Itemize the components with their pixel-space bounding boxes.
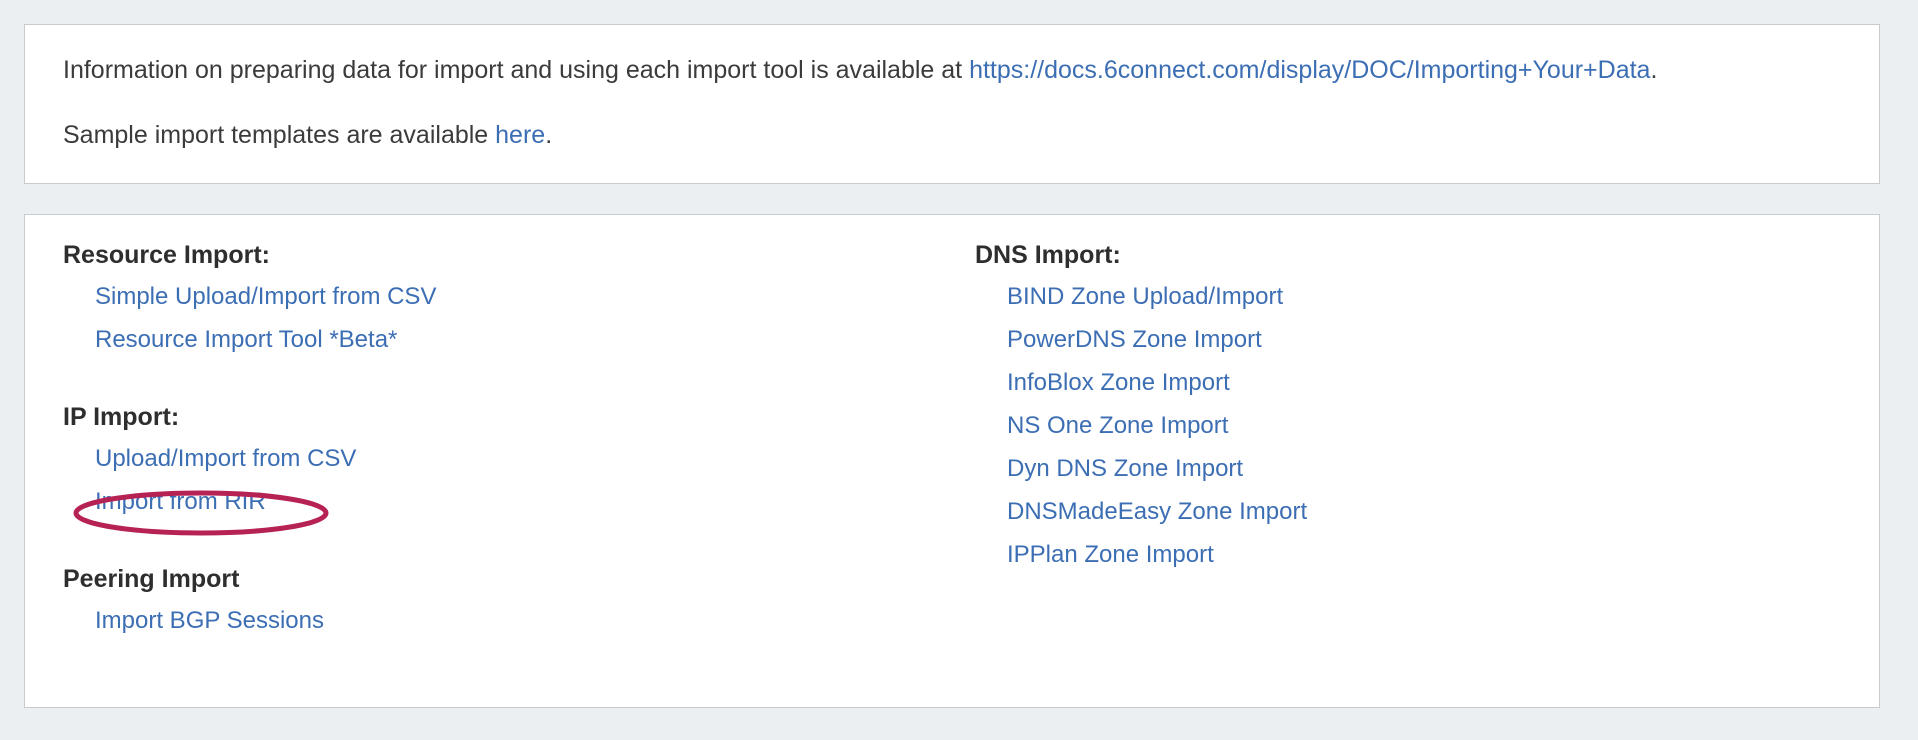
list-item: Import BGP Sessions [95,601,945,644]
import-columns: Resource Import: Simple Upload/Import fr… [25,239,1879,644]
group-ip-import: IP Import: Upload/Import from CSV Import… [63,401,945,525]
group-title-resource-import: Resource Import: [63,241,270,269]
info-line-templates-prefix: Sample import templates are available [63,121,496,149]
group-dns-import: DNS Import: BIND Zone Upload/Import Powe… [975,239,1845,578]
link-dyn-dns-zone-import[interactable]: Dyn DNS Zone Import [1007,455,1244,482]
group-title-dns-import: DNS Import: [975,241,1121,269]
link-upload-import-from-csv[interactable]: Upload/Import from CSV [95,445,357,472]
info-line-docs-prefix: Information on preparing data for import… [63,56,970,84]
list-item: BIND Zone Upload/Import [1007,277,1845,320]
list-item: PowerDNS Zone Import [1007,320,1845,363]
import-options-panel: Resource Import: Simple Upload/Import fr… [24,214,1880,708]
group-peering-import: Peering Import Import BGP Sessions [63,563,945,644]
info-line-templates: Sample import templates are available he… [63,120,1849,150]
list-item: NS One Zone Import [1007,406,1845,449]
group-links-peering-import: Import BGP Sessions [63,601,945,644]
sample-templates-here-link[interactable]: here [495,121,546,149]
link-powerdns-zone-import[interactable]: PowerDNS Zone Import [1007,326,1262,353]
group-title-peering-import: Peering Import [63,565,240,593]
import-column-left: Resource Import: Simple Upload/Import fr… [25,239,945,644]
list-item: Upload/Import from CSV [95,439,945,482]
import-column-right: DNS Import: BIND Zone Upload/Import Powe… [945,239,1845,578]
link-bind-zone-upload-import[interactable]: BIND Zone Upload/Import [1007,283,1284,310]
link-resource-import-tool-beta[interactable]: Resource Import Tool *Beta* [95,326,398,353]
info-panel: Information on preparing data for import… [24,24,1880,184]
link-infoblox-zone-import[interactable]: InfoBlox Zone Import [1007,369,1230,396]
link-simple-upload-import-from-csv[interactable]: Simple Upload/Import from CSV [95,283,437,310]
link-import-from-rir[interactable]: Import from RIR [95,488,266,515]
link-dnsmadeeasy-zone-import[interactable]: DNSMadeEasy Zone Import [1007,498,1308,525]
group-links-ip-import: Upload/Import from CSV Import from RIR [63,439,945,525]
group-title-ip-import: IP Import: [63,403,180,431]
list-item: Dyn DNS Zone Import [1007,449,1845,492]
info-line-docs: Information on preparing data for import… [63,55,1849,85]
info-line-templates-suffix: . [545,121,553,149]
group-links-dns-import: BIND Zone Upload/Import PowerDNS Zone Im… [975,277,1845,578]
group-resource-import: Resource Import: Simple Upload/Import fr… [63,239,945,363]
list-item: IPPlan Zone Import [1007,535,1845,578]
group-links-resource-import: Simple Upload/Import from CSV Resource I… [63,277,945,363]
list-item: Resource Import Tool *Beta* [95,320,945,363]
list-item: DNSMadeEasy Zone Import [1007,492,1845,535]
link-ns-one-zone-import[interactable]: NS One Zone Import [1007,412,1229,439]
docs-url-link[interactable]: https://docs.6connect.com/display/DOC/Im… [969,56,1651,84]
info-line-docs-suffix: . [1650,56,1658,84]
list-item: Import from RIR [95,482,945,525]
link-import-bgp-sessions[interactable]: Import BGP Sessions [95,607,324,634]
link-ipplan-zone-import[interactable]: IPPlan Zone Import [1007,541,1214,568]
list-item: Simple Upload/Import from CSV [95,277,945,320]
list-item: InfoBlox Zone Import [1007,363,1845,406]
